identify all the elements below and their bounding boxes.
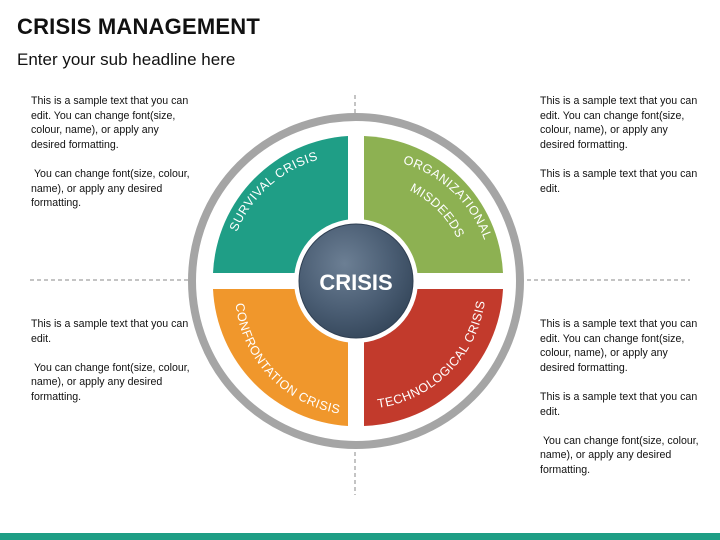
page-title: CRISIS MANAGEMENT (17, 14, 260, 39)
page-subtitle: Enter your sub headline here (17, 50, 236, 69)
text-block-top-left: This is a sample text that you can edit.… (31, 95, 190, 210)
hub-circle (298, 223, 414, 339)
bottom-accent-bar (0, 533, 720, 540)
text-block-top-right: This is a sample text that you can edit.… (540, 95, 698, 195)
hub-label: CRISIS (319, 270, 392, 295)
text-block-bottom-right: This is a sample text that you can edit.… (540, 318, 699, 476)
text-block-bottom-left: This is a sample text that you can edit.… (31, 318, 190, 403)
